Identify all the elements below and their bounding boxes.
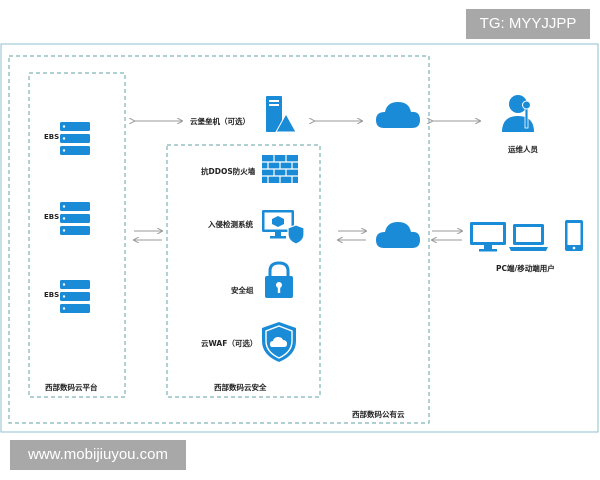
ebs-server-icon-3	[60, 280, 90, 313]
bastion-label: 云堡垒机（可选）	[190, 117, 250, 126]
ebs-label: EBS	[44, 213, 60, 221]
watermark-top: TG: MYYJJPP	[466, 9, 590, 39]
waf-shield-icon	[262, 322, 296, 362]
outer-frame	[0, 43, 599, 433]
firewall-icon	[262, 155, 298, 183]
arrow-security-cloud	[338, 231, 366, 240]
waf-label: 云WAF（可选）	[201, 339, 258, 348]
ids-monitor-icon	[262, 210, 305, 245]
ebs-label: EBS	[44, 133, 60, 141]
watermark-bottom: www.mobijiuyou.com	[10, 440, 186, 470]
clients-label: PC端/移动端用户	[496, 264, 555, 273]
arrow-platform-security	[134, 231, 162, 240]
public-cloud-region	[8, 55, 430, 424]
security-region-label: 西部数码云安全	[214, 383, 267, 392]
ops-person-icon	[502, 95, 534, 132]
public-cloud-region-label: 西部数码公有云	[352, 410, 405, 419]
devices-icon	[470, 220, 583, 252]
ebs-server-icon-1	[60, 122, 90, 155]
arrow-cloud-clients	[432, 231, 462, 240]
firewall-label: 抗DDOS防火墙	[201, 167, 256, 176]
ids-label: 入侵检测系统	[208, 220, 253, 229]
ops-label: 运维人员	[508, 145, 538, 154]
security-group-label: 安全组	[231, 286, 254, 295]
cloud-icon-top	[376, 102, 420, 128]
cloud-icon-middle	[376, 222, 420, 248]
bastion-server-icon	[266, 96, 297, 133]
ebs-server-icon-2	[60, 202, 90, 235]
ebs-label: EBS	[44, 291, 60, 299]
platform-region-label: 西部数码云平台	[45, 383, 98, 392]
lock-icon	[265, 261, 293, 298]
